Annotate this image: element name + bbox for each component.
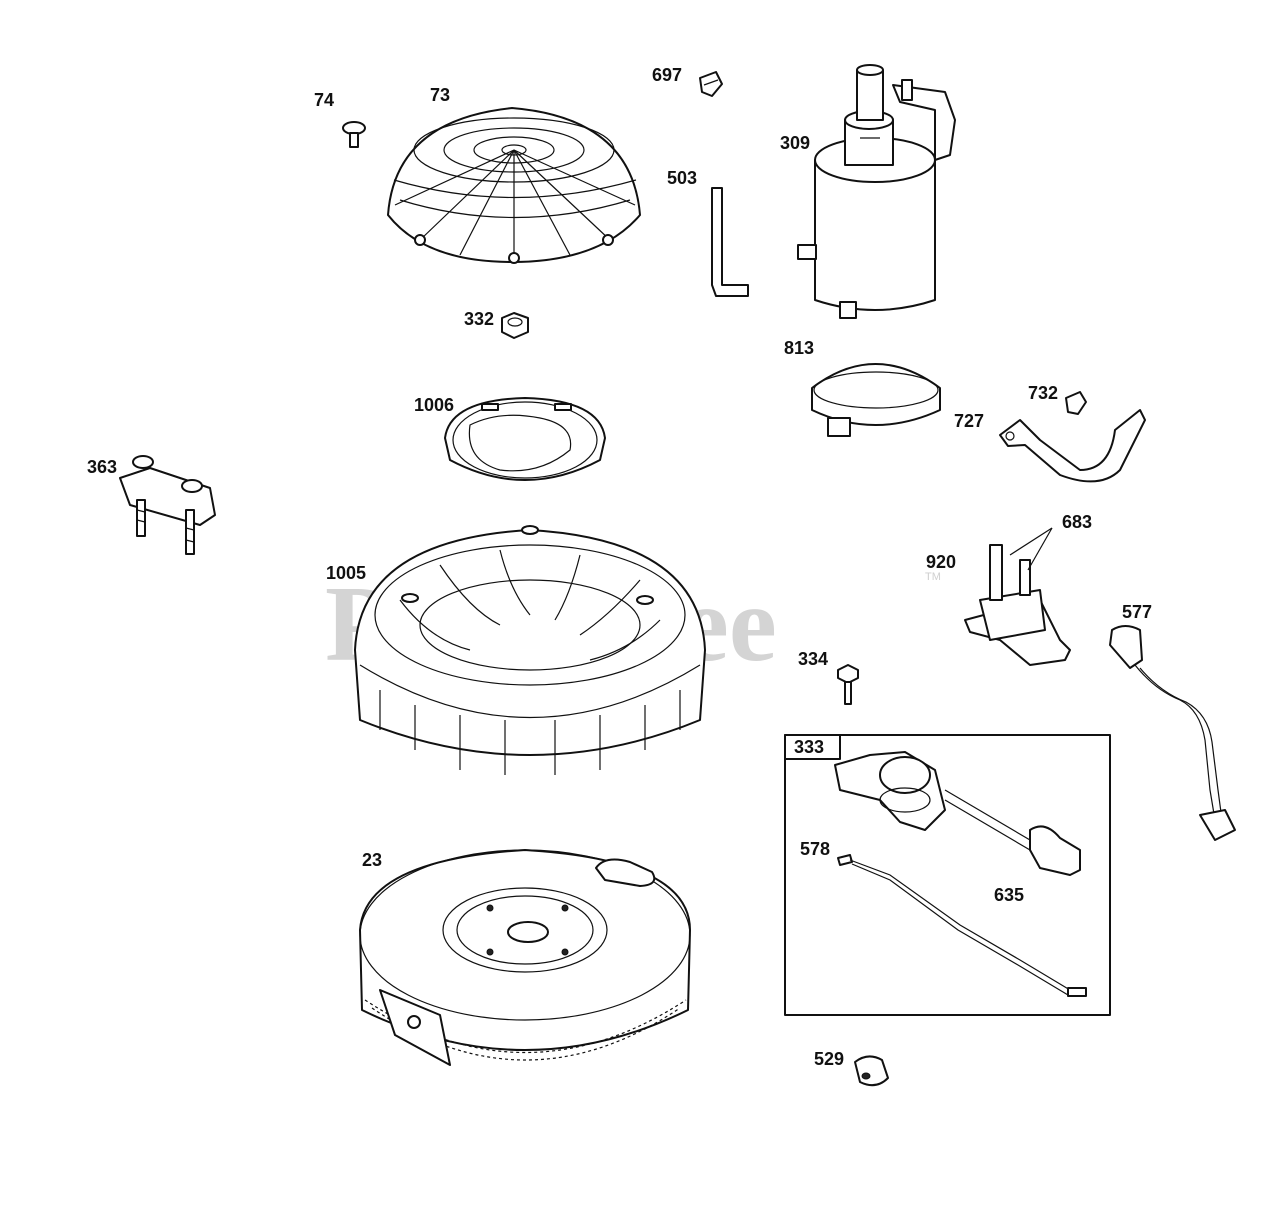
label-363: 363 xyxy=(87,457,117,477)
label-635: 635 xyxy=(994,885,1024,905)
label-309: 309 xyxy=(780,133,810,153)
part-363-mount[interactable] xyxy=(119,455,216,555)
label-334: 334 xyxy=(798,649,828,669)
part-732-fastener[interactable] xyxy=(1065,391,1087,415)
part-1005-fan[interactable] xyxy=(354,525,706,775)
part-23-flywheel[interactable] xyxy=(359,849,691,1066)
part-1006-plate[interactable] xyxy=(444,397,606,481)
label-732: 732 xyxy=(1028,383,1058,403)
label-332: 332 xyxy=(464,309,494,329)
part-309-starter-motor[interactable] xyxy=(797,64,956,319)
part-529-grommet[interactable] xyxy=(854,1055,889,1087)
label-23: 23 xyxy=(362,850,382,870)
part-683-leader xyxy=(1009,527,1053,571)
part-578-ground-wire[interactable] xyxy=(837,854,1087,997)
part-73-screen[interactable] xyxy=(387,107,641,264)
label-920: 920 xyxy=(926,552,956,572)
label-577: 577 xyxy=(1122,602,1152,622)
label-1005: 1005 xyxy=(326,563,366,583)
part-727-bracket[interactable] xyxy=(999,409,1146,483)
label-578: 578 xyxy=(800,839,830,859)
part-813-clamp[interactable] xyxy=(811,363,941,437)
part-577-plug-wire[interactable] xyxy=(1109,625,1236,841)
part-333-box-tab xyxy=(784,734,841,760)
label-1006: 1006 xyxy=(414,395,454,415)
label-333: 333 xyxy=(794,737,824,757)
label-683: 683 xyxy=(1062,512,1092,532)
part-332-nut[interactable] xyxy=(501,312,529,339)
part-74-screw[interactable] xyxy=(342,121,366,148)
part-333-ignition-coil[interactable] xyxy=(834,751,1081,876)
label-74: 74 xyxy=(314,90,334,110)
label-73: 73 xyxy=(430,85,450,105)
label-529: 529 xyxy=(814,1049,844,1069)
label-813: 813 xyxy=(784,338,814,358)
label-697: 697 xyxy=(652,65,682,85)
watermark-trademark: TM xyxy=(925,571,941,583)
label-503: 503 xyxy=(667,168,697,188)
part-333-kit-box xyxy=(784,734,1111,1016)
part-334-bolt[interactable] xyxy=(837,664,859,705)
part-503-bracket[interactable] xyxy=(711,187,749,297)
label-727: 727 xyxy=(954,411,984,431)
part-697-fastener[interactable] xyxy=(699,71,723,97)
part-920-regulator[interactable] xyxy=(964,544,1071,666)
